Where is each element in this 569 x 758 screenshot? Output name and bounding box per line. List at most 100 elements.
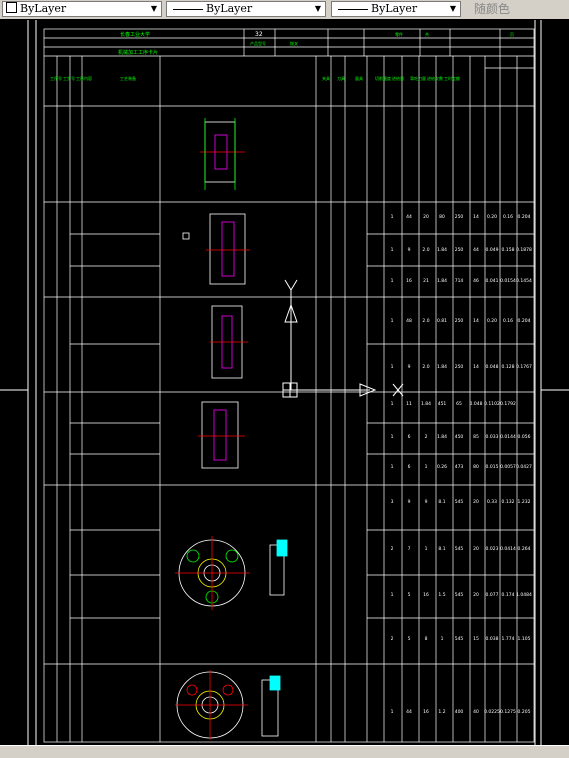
table-cell-value: 0.1102: [484, 401, 500, 407]
table-cell-value: 44: [473, 247, 479, 253]
table-cell-value: 0.81: [437, 318, 447, 324]
table-cell-value: 9: [408, 247, 411, 253]
part-sketches: [175, 118, 288, 740]
table-cell-value: 16: [423, 592, 429, 598]
table-cell-value: 65: [456, 401, 462, 407]
table-cell-value: 1.105: [518, 636, 531, 642]
table-cell-value: 1: [391, 434, 394, 440]
table-cell-value: 6: [408, 464, 411, 470]
chevron-down-icon[interactable]: ▼: [449, 4, 457, 13]
table-cell-value: 1: [391, 247, 394, 253]
table-cell-value: 0.048: [486, 364, 499, 370]
cad-drawing[interactable]: 长春工业大学 机械加工工序卡片 32 产品型号 拨叉 零件 共 页 工序号工步号…: [0, 19, 569, 745]
school-name-text: 长春工业大学: [120, 31, 150, 38]
table-cell-value: 1: [391, 318, 394, 324]
table-cell-value: 0.1454: [516, 278, 532, 284]
table-cell-value: 9: [425, 499, 428, 505]
ucs-icon: [282, 279, 404, 398]
table-cell-value: 2.0: [422, 364, 429, 370]
table-cell-value: 7: [408, 546, 411, 552]
table-cell-value: 80: [439, 214, 445, 220]
column-header: 工序号: [50, 75, 62, 81]
table-cell-value: 1: [391, 464, 394, 470]
table-cell-value: 6: [408, 434, 411, 440]
table-cell-value: 16: [423, 709, 429, 715]
table-cell-value: 44: [406, 709, 412, 715]
header-label: 零件: [395, 31, 403, 37]
column-headers: 工序号工步号工序内容工艺装备夹具刀具量具切削速度进给量背吃刀量进给次数工时定额: [50, 75, 460, 81]
table-cell-value: 0.0427: [516, 464, 532, 470]
chevron-down-icon[interactable]: ▼: [150, 4, 158, 13]
column-header: 切削速度: [375, 75, 391, 81]
table-cell-value: 0.204: [518, 318, 531, 324]
column-header: 背吃刀量: [410, 75, 426, 81]
table-cell-value: 545: [455, 592, 464, 598]
table-header: 长春工业大学 机械加工工序卡片 32 产品型号 拨叉 零件 共 页: [118, 31, 514, 56]
table-cell-value: 0.1878: [516, 247, 532, 253]
process-table-grid: [43, 28, 535, 743]
table-cell-value: 1: [391, 278, 394, 284]
table-cell-value: 11: [406, 401, 412, 407]
table-cell-value: 0.0414: [500, 546, 516, 552]
table-cell-value: 5: [408, 636, 411, 642]
table-cell-value: 21: [423, 278, 429, 284]
table-cell-value: 2.0: [422, 247, 429, 253]
table-cell-value: 0.056: [518, 434, 531, 440]
table-cell-value: 0.33: [487, 499, 497, 505]
lineweight-sample-icon: [338, 8, 368, 10]
table-cell-value: 450: [455, 434, 464, 440]
table-cell-value: 250: [455, 247, 464, 253]
column-header: 刀具: [337, 75, 345, 81]
table-cell-value: 44: [406, 214, 412, 220]
table-cell-value: 250: [455, 364, 464, 370]
column-header: 夹具: [322, 75, 330, 81]
table-cell-value: 2.0: [422, 318, 429, 324]
lineweight-dropdown[interactable]: ByLayer ▼: [331, 1, 461, 17]
table-cell-value: 8.1: [438, 546, 445, 552]
column-header: 进给量: [392, 75, 404, 81]
table-cell-value: 473: [455, 464, 464, 470]
table-cell-value: 0.0144: [500, 434, 516, 440]
table-cell-value: 1: [425, 464, 428, 470]
color-swatch-icon: [6, 2, 17, 13]
table-cell-value: 0.1767: [516, 364, 532, 370]
table-cell-value: 1: [391, 592, 394, 598]
table-cell-value: 1: [441, 636, 444, 642]
table-cell-value: 0.1792: [500, 401, 516, 407]
column-header: 工艺装备: [120, 75, 136, 81]
table-cell-value: 16: [406, 278, 412, 284]
table-cell-value: 0.048: [470, 401, 483, 407]
table-cell-value: 1: [391, 364, 394, 370]
plotstyle-dropdown[interactable]: 随颜色: [466, 1, 566, 17]
table-cell-value: 1.84: [437, 434, 447, 440]
drawing-canvas[interactable]: 长春工业大学 机械加工工序卡片 32 产品型号 拨叉 零件 共 页 工序号工步号…: [0, 19, 569, 745]
table-cell-value: 1.84: [437, 278, 447, 284]
table-cell-value: 451: [438, 401, 447, 407]
header-label: 拨叉: [290, 40, 298, 46]
table-cell-value: 1: [391, 709, 394, 715]
column-header: 工步号: [63, 75, 75, 81]
table-cell-value: 0.16: [503, 318, 513, 324]
table-cell-value: 3: [391, 499, 394, 505]
table-cell-value: 8: [425, 636, 428, 642]
table-cell-value: 1.232: [518, 499, 531, 505]
table-cell-value: 0.1275: [500, 709, 516, 715]
header-value-text: 32: [255, 31, 263, 38]
table-cell-value: 85: [473, 434, 479, 440]
table-cell-value: 0.204: [518, 214, 531, 220]
header-label: 共: [425, 31, 429, 37]
properties-toolbar: ByLayer ▼ ByLayer ▼ ByLayer ▼ 随颜色: [0, 0, 569, 20]
table-cell-value: 9: [408, 499, 411, 505]
header-label: 产品型号: [250, 40, 266, 46]
linetype-dropdown[interactable]: ByLayer ▼: [166, 1, 326, 17]
table-cell-value: 0.023: [486, 546, 499, 552]
column-header: 工时定额: [444, 75, 460, 81]
table-cell-value: 14: [473, 364, 479, 370]
table-cell-value: 1: [391, 214, 394, 220]
chevron-down-icon[interactable]: ▼: [314, 4, 322, 13]
table-cell-value: 0.049: [486, 247, 499, 253]
color-dropdown[interactable]: ByLayer ▼: [2, 1, 162, 17]
table-cell-value: 400: [455, 709, 464, 715]
drawing-frame: [0, 20, 569, 745]
